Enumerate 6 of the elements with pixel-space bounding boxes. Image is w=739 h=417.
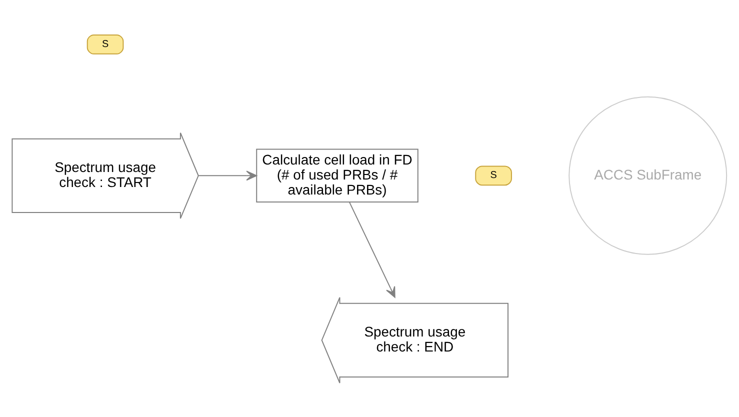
node-box: Calculate cell load in FD (# of used PRBs / # available PRBs) xyxy=(256,148,418,202)
node-circle: ACCS SubFrame xyxy=(568,96,728,254)
arrow xyxy=(348,201,396,298)
node-box: S xyxy=(475,165,512,186)
node-box: S xyxy=(86,34,124,54)
arrow xyxy=(198,170,258,180)
